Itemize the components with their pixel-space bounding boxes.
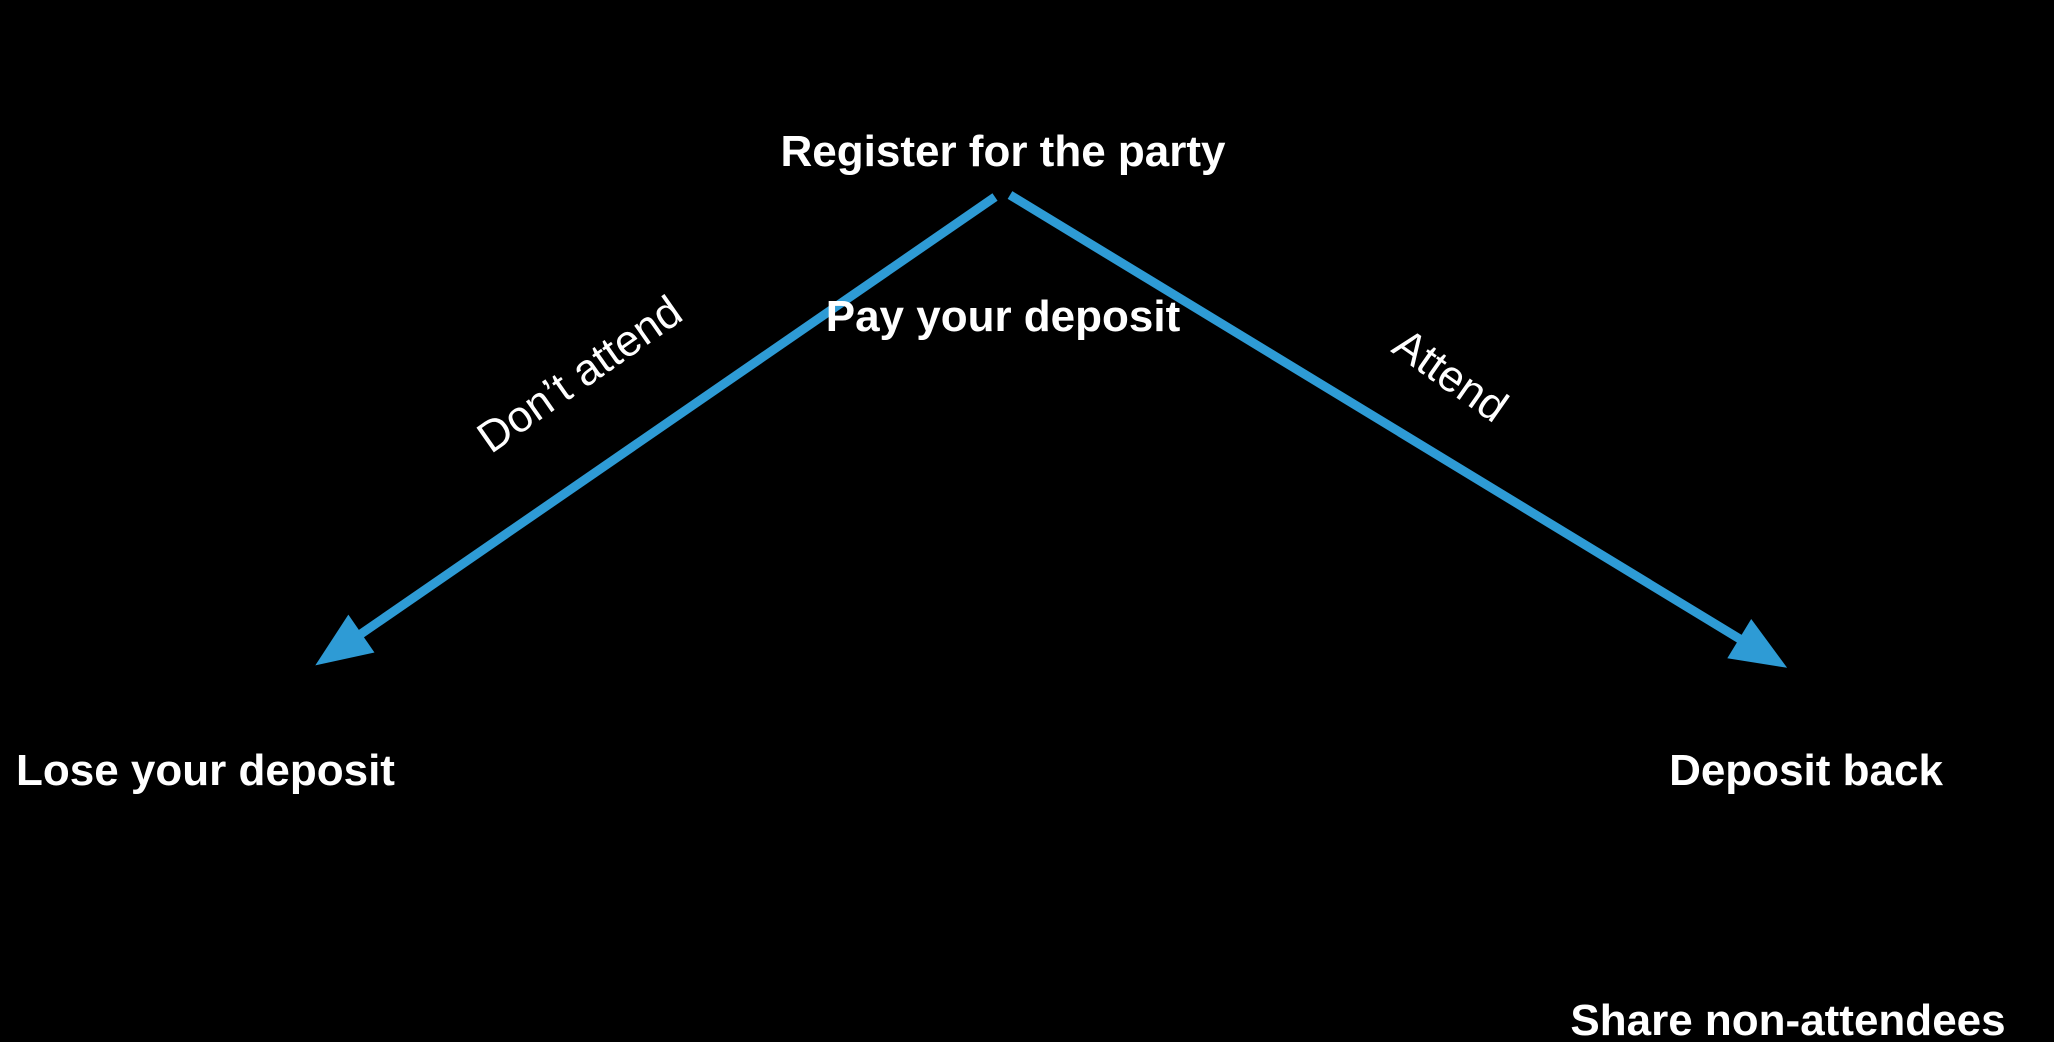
note-share-deposits: Share non-attendees deposits — [1570, 866, 2005, 1042]
root-node: Register for the party Pay your deposit — [753, 14, 1253, 454]
arrow-dont-attend — [315, 193, 998, 666]
outcome-deposit-back: Deposit back — [1669, 746, 1943, 795]
arrow-attend — [1007, 191, 1788, 668]
root-node-line1: Register for the party — [780, 127, 1226, 176]
outcome-lose-deposit: Lose your deposit — [16, 746, 395, 795]
root-node-line2: Pay your deposit — [825, 292, 1181, 341]
note-share-deposits-line1: Share non-attendees — [1570, 996, 2006, 1042]
